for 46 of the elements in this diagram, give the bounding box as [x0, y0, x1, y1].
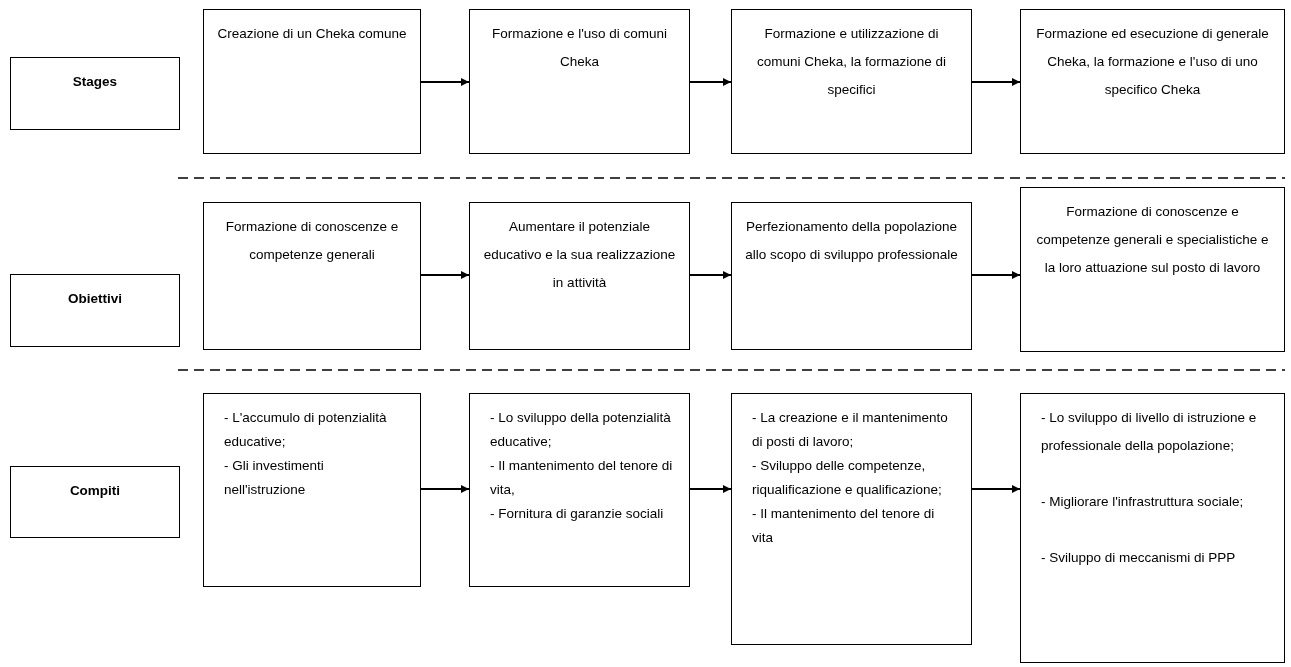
task-item: - Il mantenimento del tenore di vita — [751, 505, 936, 547]
task-item: - Fornitura di garanzie sociali — [489, 505, 665, 523]
box-text: Formazione e l'uso di comuni Cheka — [490, 25, 669, 71]
row-header-box — [10, 57, 180, 130]
process-box — [731, 202, 972, 350]
arrow — [689, 78, 732, 86]
arrow — [971, 485, 1021, 493]
process-box — [203, 393, 421, 587]
process-box — [731, 393, 972, 645]
task-item: - L'accumulo di potenzialità educative; — [223, 409, 388, 451]
arrow — [420, 485, 470, 493]
box-text: Aumentare il potenziale educativo e la sua realizzazione in attività — [482, 218, 677, 292]
box-text: Formazione e utilizzazione di comuni Cheka, la formazione di specifici — [755, 25, 948, 99]
row-label: Obiettivi — [67, 291, 123, 306]
arrow — [689, 271, 732, 279]
process-box — [203, 9, 421, 154]
process-box — [203, 202, 421, 350]
process-box — [1020, 9, 1285, 154]
process-box — [731, 9, 972, 154]
task-item: - Sviluppo di meccanismi di PPP — [1040, 549, 1237, 567]
arrow — [420, 78, 470, 86]
task-item: - Migliorare l'infrastruttura sociale; — [1040, 493, 1245, 511]
row-header-box — [10, 274, 180, 347]
process-box — [1020, 187, 1285, 352]
box-text: Perfezionamento della popolazione allo scopo di sviluppo professionale — [744, 218, 959, 264]
arrow — [689, 485, 732, 493]
row-header-box — [10, 466, 180, 538]
process-box — [1020, 393, 1285, 663]
process-box — [469, 393, 690, 587]
box-text: Formazione di conoscenze e competenze generali e specialistiche e la loro attuazione sul posto di lavoro — [1035, 203, 1270, 277]
arrow — [420, 271, 470, 279]
box-text: Formazione di conoscenze e competenze generali — [224, 218, 400, 264]
process-box — [469, 9, 690, 154]
arrow — [971, 271, 1021, 279]
task-item: - Gli investimenti nell'istruzione — [223, 457, 325, 499]
box-text: Formazione ed esecuzione di generale Cheka, la formazione e l'uso di uno specifico Cheka — [1035, 25, 1270, 99]
row-label: Stages — [71, 74, 119, 89]
task-item: - Il mantenimento del tenore di vita, — [489, 457, 674, 499]
process-box — [469, 202, 690, 350]
task-item: - Lo sviluppo della potenzialità educative; — [489, 409, 672, 451]
arrow — [971, 78, 1021, 86]
row-label: Compiti — [68, 483, 122, 498]
task-item: - Lo sviluppo di livello di istruzione e professionale della popolazione; — [1040, 409, 1258, 455]
box-text: Creazione di un Cheka comune — [216, 25, 408, 43]
task-item: - Sviluppo delle competenze, riqualificazione e qualificazione; — [751, 457, 943, 499]
task-item: - La creazione e il mantenimento di posti di lavoro; — [751, 409, 949, 451]
